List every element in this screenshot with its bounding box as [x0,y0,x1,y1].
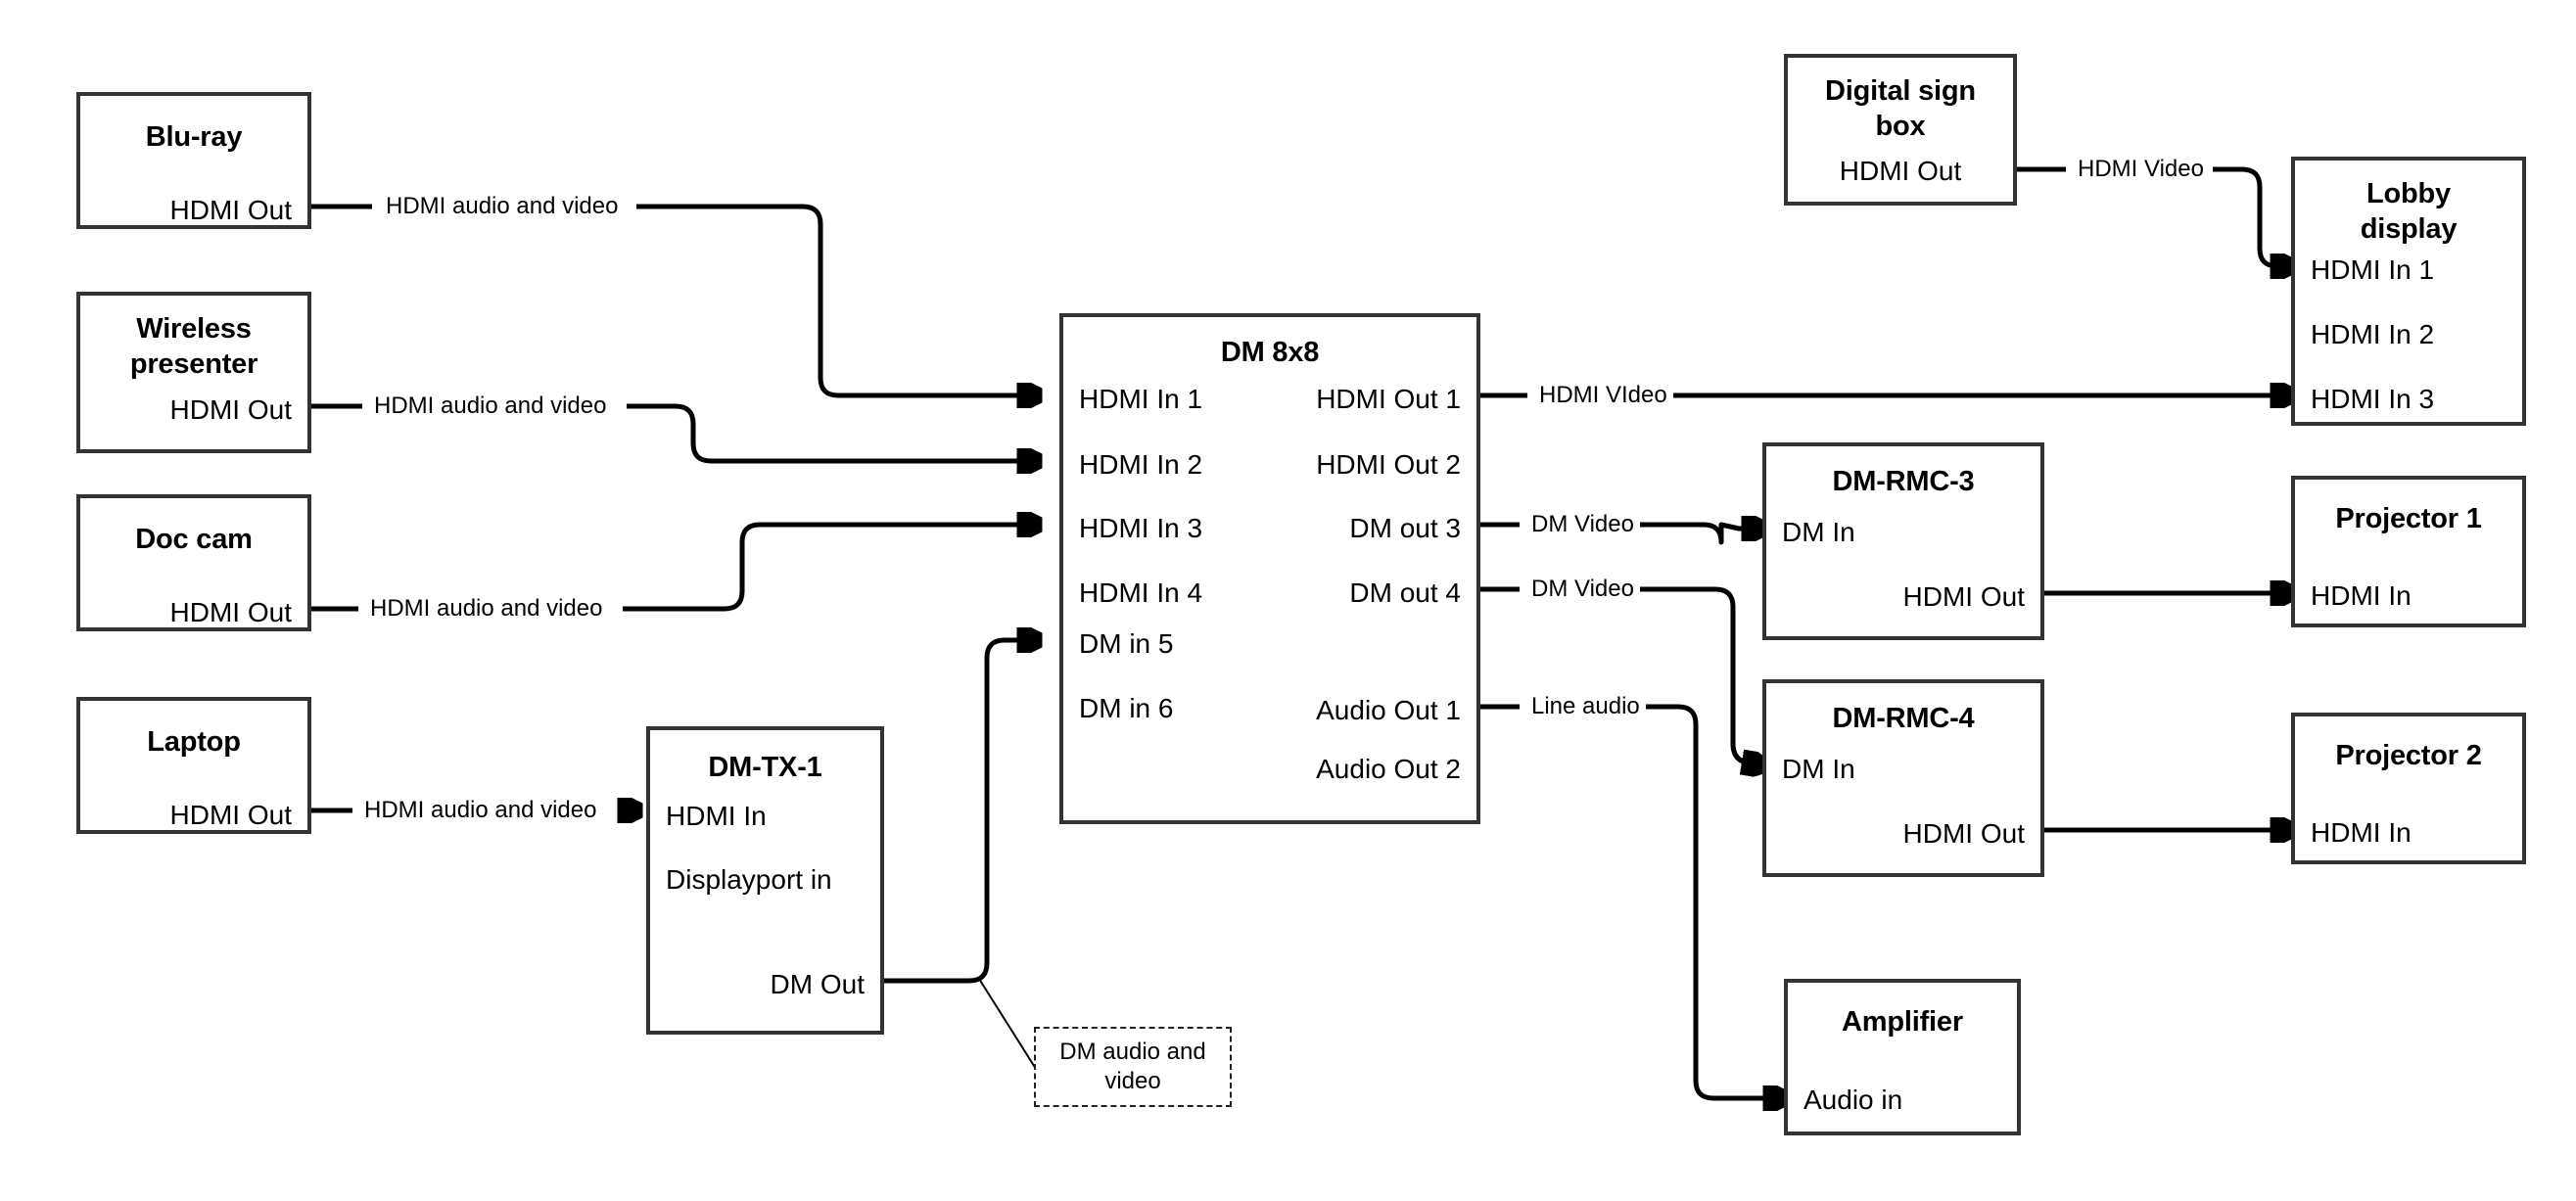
node-dm-tx-1[interactable]: DM-TX-1 HDMI In Displayport in DM Out [646,726,884,1035]
port-lobby-display-hdmi-in-2: HDMI In 2 [2311,319,2435,349]
node-bluray-title: Blu-ray [145,121,243,153]
node-dm-rmc-4[interactable]: DM-RMC-4 DM In HDMI Out [1762,679,2044,877]
port-wireless-presenter-hdmi-out: HDMI Out [169,394,292,425]
node-dm-rmc-4-title: DM-RMC-4 [1832,703,1975,734]
node-dm-8x8-title: DM 8x8 [1220,337,1320,368]
node-digital-sign-box[interactable]: Digital sign box HDMI Out [1784,54,2017,206]
node-wireless-presenter-title-line1: Wireless [136,313,252,345]
port-laptop-hdmi-out: HDMI Out [169,800,292,830]
port-dm-rmc-4-dm-in: DM In [1782,754,1855,784]
node-dm-tx-1-title: DM-TX-1 [708,752,822,783]
port-dm-8x8-hdmi-out-2: HDMI Out 2 [1316,449,1461,480]
port-dm-tx-1-hdmi-in: HDMI In [666,801,767,831]
port-dm-8x8-hdmi-in-4: HDMI In 4 [1079,577,1203,608]
edge-label-bluray: HDMI audio and video [380,193,625,220]
port-dm-8x8-hdmi-out-1: HDMI Out 1 [1316,384,1461,414]
node-doc-cam[interactable]: Doc cam HDMI Out [76,494,311,631]
port-amplifier-audio-in: Audio in [1803,1085,1903,1115]
note-dm-audio-and-video: DM audio and video [1034,1027,1232,1107]
port-dm-8x8-audio-out-1: Audio Out 1 [1316,695,1461,725]
edge-label-line-audio: Line audio [1525,693,1646,720]
node-projector-2-title: Projector 2 [2335,740,2482,771]
port-digital-sign-box-hdmi-out: HDMI Out [1839,156,1962,186]
port-dm-8x8-audio-out-2: Audio Out 2 [1316,754,1461,784]
node-lobby-display[interactable]: Lobby display HDMI In 1 HDMI In 2 HDMI I… [2291,157,2526,426]
port-dm-8x8-hdmi-in-3: HDMI In 3 [1079,513,1203,543]
node-dm-rmc-3-title: DM-RMC-3 [1832,466,1975,497]
node-dm-rmc-3[interactable]: DM-RMC-3 DM In HDMI Out [1762,442,2044,640]
edge-label-laptop: HDMI audio and video [358,797,603,824]
node-digital-sign-box-title-line1: Digital sign [1825,75,1976,107]
edge-label-dm-video-rmc4: DM Video [1525,576,1640,603]
edge-label-doccam: HDMI audio and video [364,595,609,623]
node-doc-cam-title: Doc cam [135,524,253,555]
wire-doccam-to-dm8x8 [192,525,1038,612]
node-lobby-display-title-line2: display [2360,213,2458,245]
port-lobby-display-hdmi-in-1: HDMI In 1 [2311,254,2435,285]
edge-label-wireless: HDMI audio and video [368,393,613,420]
node-projector-1[interactable]: Projector 1 HDMI In [2291,476,2526,627]
port-projector-1-hdmi-in: HDMI In [2311,580,2412,611]
node-digital-sign-box-title-line2: box [1875,111,1926,142]
edge-label-hdmi-video-lobby: HDMI VIdeo [1533,382,1673,409]
port-bluray-hdmi-out: HDMI Out [169,195,292,225]
port-dm-8x8-dm-in-5: DM in 5 [1079,628,1174,659]
leader-line-dm-note [978,978,1037,1070]
node-lobby-display-title-line1: Lobby [2366,178,2451,209]
edge-label-signbox: HDMI Video [2072,156,2210,183]
wire-dmtx1-to-dm8x8 [884,640,1038,984]
node-laptop[interactable]: Laptop HDMI Out [76,697,311,834]
port-dm-8x8-dm-in-6: DM in 6 [1079,693,1174,723]
port-dm-rmc-3-hdmi-out: HDMI Out [1902,581,2025,612]
port-dm-tx-1-displayport-in: Displayport in [666,864,832,895]
port-dm-8x8-hdmi-in-2: HDMI In 2 [1079,449,1203,480]
wire-dm8x8-dmout4-to-rmc4 [1480,586,1762,765]
port-doc-cam-hdmi-out: HDMI Out [169,597,292,627]
node-wireless-presenter[interactable]: Wireless presenter HDMI Out [76,292,311,453]
port-dm-8x8-hdmi-in-1: HDMI In 1 [1079,384,1203,414]
node-wireless-presenter-title-line2: presenter [129,348,258,380]
node-dm-8x8[interactable]: DM 8x8 HDMI In 1 HDMI In 2 HDMI In 3 HDM… [1059,313,1480,824]
node-projector-2[interactable]: Projector 2 HDMI In [2291,713,2526,864]
wire-signbox-to-lobby [2015,166,2291,266]
edge-label-dm-video-rmc3: DM Video [1525,511,1640,538]
port-lobby-display-hdmi-in-3: HDMI In 3 [2311,384,2435,414]
note-dm-audio-and-video-text: DM audio and video [1059,1039,1206,1094]
port-dm-8x8-dm-out-4: DM out 4 [1349,577,1461,608]
node-amplifier[interactable]: Amplifier Audio in [1784,979,2021,1135]
node-amplifier-title: Amplifier [1842,1006,1963,1038]
port-dm-rmc-4-hdmi-out: HDMI Out [1902,818,2025,849]
port-projector-2-hdmi-in: HDMI In [2311,817,2412,848]
node-projector-1-title: Projector 1 [2335,503,2482,534]
wire-dm8x8-audioout1-to-amp [1480,704,1784,1098]
port-dm-8x8-dm-out-3: DM out 3 [1349,513,1461,543]
wire-bluray-to-dm8x8 [192,204,1038,395]
node-laptop-title: Laptop [147,726,241,758]
wire-wireless-to-dm8x8 [192,403,1038,461]
node-bluray[interactable]: Blu-ray HDMI Out [76,92,311,229]
port-dm-tx-1-dm-out: DM Out [770,969,865,999]
port-dm-rmc-3-dm-in: DM In [1782,517,1855,547]
